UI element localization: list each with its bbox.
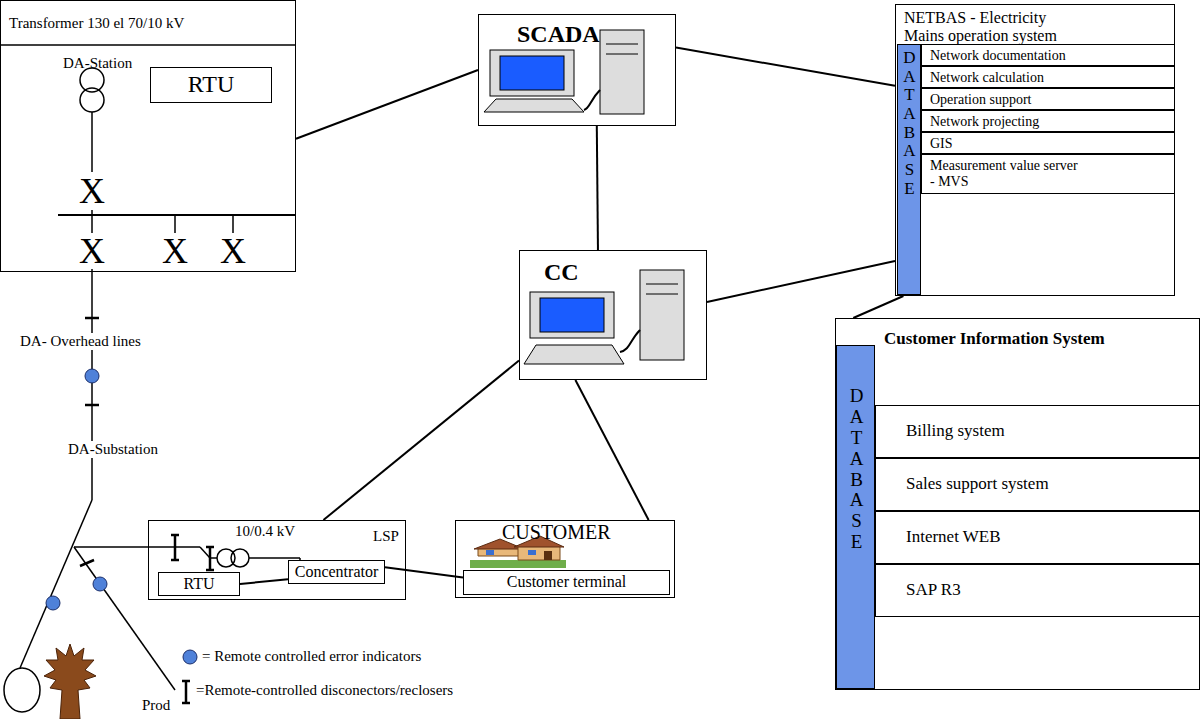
header-rule bbox=[0, 44, 296, 46]
connector-line bbox=[240, 579, 288, 584]
customer-box: CUSTOMER Customer terminal bbox=[455, 520, 675, 598]
connector-line bbox=[323, 361, 519, 521]
box-label: Operation support bbox=[930, 92, 1080, 108]
line-tick bbox=[80, 560, 94, 566]
feeder-line bbox=[20, 500, 92, 668]
system-row: Sales support system bbox=[875, 458, 1200, 511]
substation-box: DA-Substation10/0.4 kVRTUConcentrator bbox=[148, 520, 406, 600]
line-tick bbox=[85, 404, 99, 407]
busbar bbox=[58, 214, 296, 216]
transformer-symbol bbox=[231, 549, 249, 567]
module-row: Operation support bbox=[921, 88, 1175, 110]
wire bbox=[232, 215, 234, 233]
box-label: Customer terminal bbox=[464, 573, 669, 591]
system-row: Internet WEB bbox=[875, 511, 1200, 564]
box-label: DA-Substation bbox=[66, 441, 160, 458]
wire bbox=[91, 112, 93, 172]
error-indicator bbox=[46, 369, 197, 664]
concentrator-box: Concentrator bbox=[288, 560, 385, 584]
module-row: Network documentation bbox=[921, 44, 1175, 66]
system-box: NETBAS - Electricity Mains operation sys… bbox=[895, 4, 1175, 296]
system-box: Customer Information SystemDATABASE Billi… bbox=[835, 318, 1200, 690]
module-row: Network projecting bbox=[921, 110, 1175, 132]
connector-label: LSP bbox=[372, 528, 400, 545]
box-label: RTU bbox=[151, 71, 271, 99]
breaker-symbol: X bbox=[79, 233, 105, 269]
module-row: GIS bbox=[921, 132, 1175, 154]
generator-symbol bbox=[4, 668, 40, 712]
connector-line bbox=[853, 296, 903, 318]
part-label: DA- Overhead lines bbox=[18, 333, 143, 350]
breaker-symbol: X bbox=[79, 173, 105, 209]
connector-line bbox=[296, 70, 478, 139]
box-label: DATABASE bbox=[901, 49, 918, 199]
connector-line bbox=[385, 567, 463, 577]
box-label: Network documentation bbox=[930, 48, 1080, 64]
feeder-line bbox=[74, 546, 175, 548]
legend-text: =Remote-controlled disconectors/recloser… bbox=[196, 682, 453, 699]
box-label: Internet WEB bbox=[906, 527, 1001, 547]
wire bbox=[174, 215, 176, 233]
box-label: Customer Information System bbox=[884, 329, 1105, 349]
wire bbox=[91, 210, 93, 233]
box-label: SAP R3 bbox=[906, 580, 961, 600]
database-band: DATABASE bbox=[836, 345, 875, 689]
wire bbox=[249, 557, 300, 559]
connector-line bbox=[707, 261, 895, 302]
breaker-symbol: X bbox=[162, 233, 188, 269]
box-label: Network calculation bbox=[930, 70, 1080, 86]
box-label: RTU bbox=[159, 575, 239, 593]
feeder-line bbox=[91, 269, 93, 500]
module-row: Network calculation bbox=[921, 66, 1175, 88]
system-box: SCADA bbox=[478, 14, 676, 126]
box-label: DATABASE bbox=[847, 386, 866, 553]
line-tick bbox=[85, 317, 99, 320]
box-label: NETBAS - Electricity Mains operation sys… bbox=[904, 9, 1079, 46]
system-row: SAP R3 bbox=[875, 564, 1200, 617]
transformer-symbol bbox=[217, 549, 235, 567]
production-tree bbox=[44, 644, 96, 719]
wire bbox=[200, 547, 210, 558]
box-label: CUSTOMER bbox=[502, 521, 611, 544]
box-label: Sales support system bbox=[906, 474, 1049, 494]
box-sublabel: 10/0.4 kV bbox=[235, 523, 295, 540]
part-label: Prod bbox=[140, 697, 172, 714]
breaker-symbol: X bbox=[220, 233, 246, 269]
transformer-symbol bbox=[80, 88, 104, 112]
box-sublabel: DA-Station bbox=[63, 55, 132, 72]
box-label: Billing system bbox=[906, 421, 1005, 441]
database-band: DATABASE bbox=[897, 44, 921, 295]
legend-text: = Remote controlled error indicators bbox=[202, 648, 421, 665]
box-label: CC bbox=[544, 259, 579, 287]
rtu-box: RTU bbox=[150, 67, 272, 103]
box-label: SCADA bbox=[517, 21, 600, 49]
connector-line bbox=[597, 126, 598, 250]
connector-line bbox=[676, 48, 895, 86]
disconnector-symbol bbox=[171, 535, 214, 703]
terminal-box: Customer terminal bbox=[463, 570, 670, 595]
box-label: Measurement value server - MVS bbox=[930, 158, 1080, 190]
wire bbox=[175, 546, 200, 548]
rtu-box: RTU bbox=[158, 572, 240, 596]
system-box: CC bbox=[519, 250, 707, 380]
box-label: Concentrator bbox=[289, 563, 384, 581]
station-box: Transformer 130 el 70/10 kV DA-StationRTU bbox=[0, 0, 296, 272]
connector-line bbox=[575, 380, 648, 520]
box-label: Transformer 130 el 70/10 kV bbox=[9, 15, 184, 32]
box-label: Network projecting bbox=[930, 114, 1080, 130]
feeder-line bbox=[74, 547, 175, 690]
module-row: Measurement value server - MVS bbox=[921, 154, 1175, 194]
system-row: Billing system bbox=[875, 405, 1200, 458]
box-label: GIS bbox=[930, 136, 1080, 152]
